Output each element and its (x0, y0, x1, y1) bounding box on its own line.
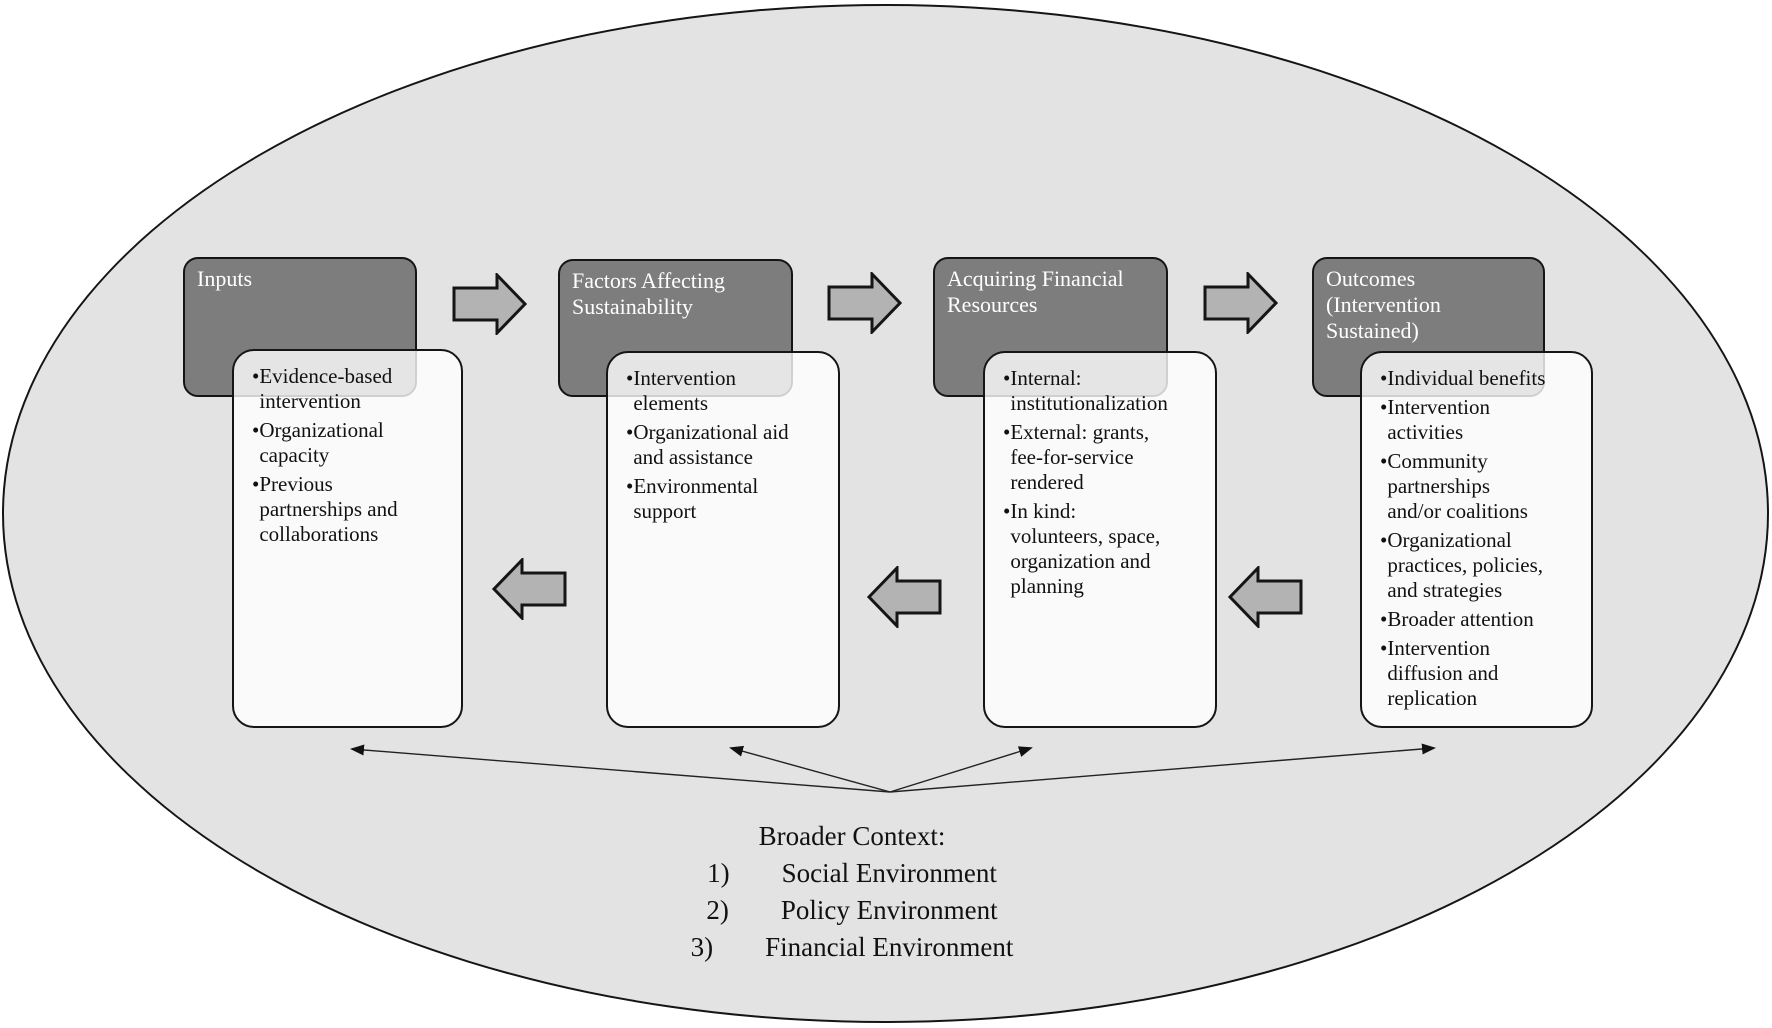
bullet-item: •Intervention activities (1380, 395, 1583, 445)
broader-context-title: Broader Context: (758, 821, 946, 851)
feedback-arrow-left-3-icon (1227, 566, 1303, 628)
bullet-text: Previous partnerships and collaborations (259, 472, 398, 546)
bullet-text: Organizational aid and assistance (633, 420, 789, 469)
context-arrow-2 (729, 745, 891, 793)
bullet-item: •External: grants, fee-for-service rende… (1003, 420, 1207, 495)
feedback-arrow-left-2-icon (866, 566, 942, 628)
flow-arrow-right-1-icon (452, 273, 527, 335)
bullet-item: •In kind: volunteers, space, organizatio… (1003, 499, 1207, 599)
bullet-text: Intervention elements (633, 366, 736, 415)
broader-context: Broader Context: 1) Social Environment 2)… (486, 818, 1218, 966)
bullet-dot: • (626, 474, 634, 498)
bullet-text: Intervention activities (1387, 395, 1490, 444)
content-box-factors: •Intervention elements •Organizational a… (606, 351, 840, 728)
context-arrow-4 (889, 743, 1436, 793)
bullet-dot: • (1003, 420, 1011, 444)
bullet-item: •Intervention diffusion and replication (1380, 636, 1583, 711)
bullet-text: Internal: institutionalization (1010, 366, 1168, 415)
bullet-text: Individual benefits (1387, 366, 1546, 390)
content-box-outcomes: •Individual benefits •Intervention activ… (1360, 351, 1593, 728)
bullet-item: •Organizational practices, policies, and… (1380, 528, 1583, 603)
bullet-dot: • (626, 420, 634, 444)
bullet-text: Environmental support (633, 474, 759, 523)
bullet-text: Evidence-based intervention (259, 364, 393, 413)
context-item-label: Financial Environment (765, 932, 1014, 962)
bullet-dot: • (1380, 449, 1388, 473)
context-arrow-3 (889, 746, 1033, 793)
bullet-item: •Organizational capacity (252, 418, 453, 468)
context-item-number: 1) (707, 858, 730, 888)
bullet-dot: • (1003, 499, 1011, 523)
flow-arrow-right-3-icon (1203, 272, 1278, 334)
bullet-item: •Individual benefits (1380, 366, 1583, 391)
bullet-item: •Environmental support (626, 474, 830, 524)
context-item-financial: 3) Financial Environment (486, 929, 1218, 966)
bullet-dot: • (252, 364, 260, 388)
context-item-number: 2) (706, 895, 729, 925)
context-item-policy: 2) Policy Environment (486, 892, 1218, 929)
bullet-dot: • (1003, 366, 1011, 390)
bullet-dot: • (1380, 636, 1388, 660)
bullet-item: •Intervention elements (626, 366, 830, 416)
bullet-text: Organizational practices, policies, and … (1387, 528, 1544, 602)
bullet-dot: • (252, 418, 260, 442)
context-item-label: Social Environment (781, 858, 997, 888)
flow-arrow-right-2-icon (827, 272, 902, 334)
bullet-text: Intervention diffusion and replication (1387, 636, 1499, 710)
bullet-dot: • (1380, 528, 1388, 552)
bullet-text: Organizational capacity (259, 418, 384, 467)
bullet-item: •Evidence-based intervention (252, 364, 453, 414)
bullet-dot: • (1380, 366, 1388, 390)
bullet-text: In kind: volunteers, space, organization… (1010, 499, 1161, 598)
bullet-item: •Previous partnerships and collaboration… (252, 472, 453, 547)
context-item-social: 1) Social Environment (486, 855, 1218, 892)
bullet-item: •Organizational aid and assistance (626, 420, 830, 470)
bullet-item: •Broader attention (1380, 607, 1583, 632)
bullet-item: •Community partnerships and/or coalition… (1380, 449, 1583, 524)
bullet-text: External: grants, fee-for-service render… (1010, 420, 1150, 494)
bullet-item: •Internal: institutionalization (1003, 366, 1207, 416)
context-item-label: Policy Environment (780, 895, 998, 925)
content-box-financial: •Internal: institutionalization •Externa… (983, 351, 1217, 728)
bullet-dot: • (1380, 395, 1388, 419)
feedback-arrow-left-1-icon (491, 558, 567, 620)
bullet-dot: • (1380, 607, 1388, 631)
bullet-dot: • (252, 472, 260, 496)
bullet-dot: • (626, 366, 634, 390)
context-item-number: 3) (690, 932, 714, 962)
content-box-inputs: •Evidence-based intervention •Organizati… (232, 349, 463, 728)
bullet-text: Broader attention (1387, 607, 1534, 631)
bullet-text: Community partnerships and/or coalitions (1387, 449, 1528, 523)
context-arrow-1 (350, 744, 891, 793)
